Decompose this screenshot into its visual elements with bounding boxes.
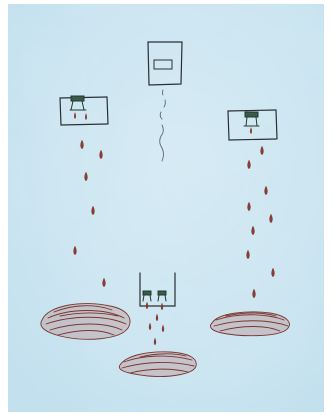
left-stain [41, 304, 130, 340]
paper-wash [8, 4, 324, 412]
